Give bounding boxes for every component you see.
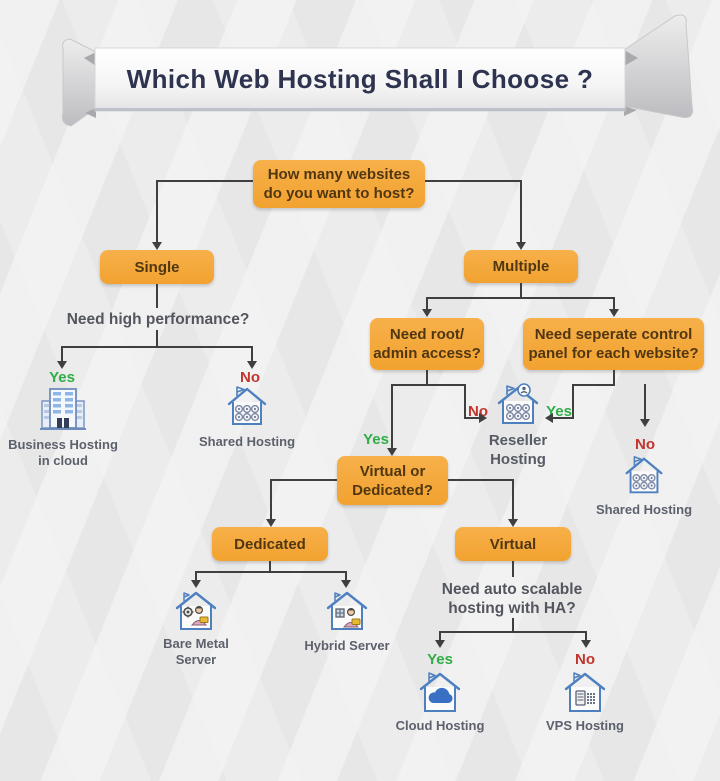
question-text-ha: Need auto scalable hosting with HA?: [441, 581, 583, 617]
ribbon-graphic: [61, 14, 693, 127]
connector-line: [464, 417, 479, 419]
connector-line: [345, 571, 347, 580]
arrowhead-down: [387, 448, 397, 456]
connector-line: [156, 284, 158, 308]
arrowhead-right: [479, 413, 487, 423]
cloud-hosting-house-icon: [416, 669, 464, 720]
question-box-virtual-dedicated: Virtual or Dedicated?: [337, 456, 448, 505]
arrowhead-down: [341, 580, 351, 588]
connector-line: [251, 346, 253, 362]
connector-line: [391, 384, 393, 448]
arrowhead-down: [247, 361, 257, 369]
arrowhead-down: [266, 519, 276, 527]
connector-line: [512, 479, 514, 520]
arrowhead-down: [609, 309, 619, 317]
connector-line: [572, 384, 574, 419]
question-box-control-panel: Need seperate control panel for each web…: [523, 318, 704, 370]
reseller-hosting-house-icon: [491, 379, 545, 436]
connector-line: [271, 479, 337, 481]
hybrid-server-house-icon: [323, 589, 371, 638]
connector-line: [156, 180, 253, 182]
arrowhead-down: [581, 640, 591, 648]
connector-line: [572, 384, 615, 386]
connector-line: [269, 561, 271, 573]
vps-hosting-house-icon: [561, 669, 609, 720]
connector-line: [439, 631, 586, 633]
connector-line: [270, 479, 272, 520]
question-text-performance: Need high performance?: [66, 311, 250, 328]
page-title: Which Web Hosting Shall I Choose ?: [126, 64, 594, 94]
title-banner: Which Web Hosting Shall I Choose ?: [60, 14, 700, 136]
answer-no-panel: No: [635, 436, 655, 453]
leaf-label-reseller-hosting: Reseller Hosting: [488, 432, 548, 468]
connector-line: [520, 283, 522, 299]
arrowhead-down: [508, 519, 518, 527]
question-box-websites: How many websites do you want to host?: [253, 160, 425, 208]
connector-line: [448, 479, 513, 481]
leaf-label-hybrid-server: Hybrid Server: [304, 638, 390, 653]
arrowhead-down: [422, 309, 432, 317]
arrowhead-down: [640, 419, 650, 427]
answer-yes-ha: Yes: [427, 651, 453, 668]
leaf-label-shared-hosting: Shared Hosting: [198, 434, 296, 449]
connector-line: [61, 346, 63, 362]
leaf-label-business-hosting: Business Hosting in cloud: [8, 437, 118, 468]
connector-line: [439, 631, 441, 641]
connector-line: [426, 297, 615, 299]
answer-no-performance: No: [240, 369, 260, 386]
leaf-label-cloud-hosting: Cloud Hosting: [395, 718, 485, 733]
connector-line: [464, 384, 466, 419]
arrowhead-down: [516, 242, 526, 250]
connector-line: [425, 180, 521, 182]
option-box-dedicated: Dedicated: [212, 527, 328, 561]
connector-line: [156, 180, 158, 242]
connector-line: [195, 571, 197, 580]
connector-line: [553, 417, 573, 419]
business-building-icon: [37, 383, 89, 442]
arrowhead-down: [57, 361, 67, 369]
arrowhead-down: [152, 242, 162, 250]
arrowhead-down: [435, 640, 445, 648]
answer-no-ha: No: [575, 651, 595, 668]
shared-hosting-house-icon: [223, 382, 271, 437]
bare-metal-server-house-icon: [172, 589, 220, 638]
arrowhead-left: [545, 413, 553, 423]
connector-line: [644, 384, 646, 420]
leaf-label-vps-hosting: VPS Hosting: [545, 718, 624, 733]
connector-line: [391, 384, 466, 386]
connector-line: [613, 370, 615, 386]
shared-hosting-house-icon: [620, 452, 668, 505]
leaf-label-bare-metal-server: Bare Metal Server: [163, 636, 229, 667]
leaf-label-shared-hosting: Shared Hosting: [595, 502, 693, 517]
connector-line: [512, 561, 514, 577]
connector-line: [613, 297, 615, 310]
answer-yes-performance: Yes: [49, 369, 75, 386]
connector-line: [156, 330, 158, 348]
connector-line: [512, 618, 514, 633]
connector-line: [195, 571, 347, 573]
connector-line: [426, 370, 428, 386]
connector-line: [585, 631, 587, 641]
connector-line: [426, 297, 428, 310]
option-box-virtual: Virtual: [455, 527, 571, 561]
connector-line: [520, 180, 522, 242]
question-box-root-access: Need root/ admin access?: [370, 318, 484, 370]
arrowhead-down: [191, 580, 201, 588]
option-box-multiple: Multiple: [464, 250, 578, 283]
answer-yes-root: Yes: [363, 431, 389, 448]
option-box-single: Single: [100, 250, 214, 284]
connector-line: [61, 346, 253, 348]
